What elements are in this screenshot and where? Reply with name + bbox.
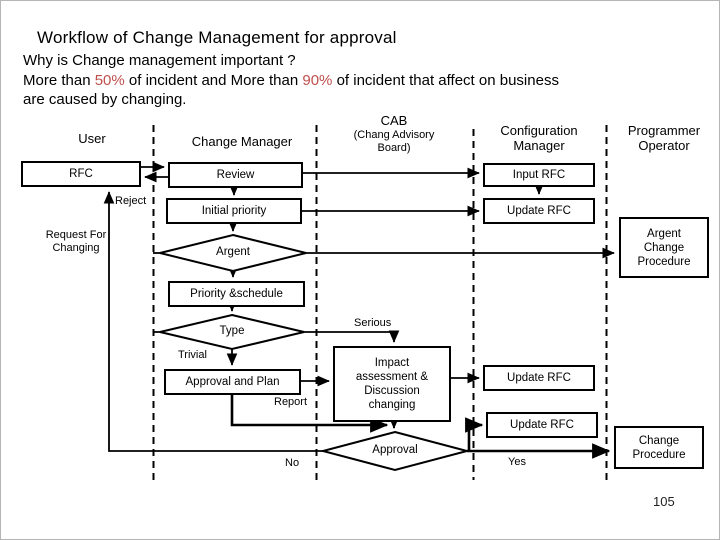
incident-percent-90: 90% [302, 71, 333, 89]
edge-label-serious: Serious [354, 317, 392, 329]
edge-label-request-for-changing: Request For Changing [45, 229, 107, 254]
connector-report-path [230, 395, 389, 433]
slide-title: Workflow of Change Management for approv… [37, 28, 397, 47]
intro-line-1: Why is Change management important ? [23, 52, 296, 69]
edge-label-trivial: Trivial [178, 349, 207, 361]
intro-line2-mid: of incident and More than [124, 71, 303, 89]
node-update-rfc-2: Update RFC [483, 365, 595, 391]
approval-decision-diamond [319, 430, 471, 472]
node-approval-and-plan: Approval and Plan [164, 369, 301, 395]
lane-header-user: User [78, 131, 106, 146]
node-rfc: RFC [21, 161, 141, 187]
node-argent-change-procedure: Argent Change Procedure [619, 217, 709, 278]
decision-label-approval: Approval [372, 444, 418, 456]
intro-line2-before: More than [23, 71, 95, 89]
intro-line2-after: of incident that affect on business [332, 71, 559, 89]
incident-percent-50: 50% [94, 71, 125, 89]
argent-decision-diamond [159, 233, 307, 273]
edge-label-reject: Reject [115, 195, 147, 207]
node-priority-schedule: Priority &schedule [168, 281, 305, 307]
lane-header-cab: CAB [380, 113, 408, 128]
intro-line-2: More than 50% of incident and More than … [23, 71, 559, 91]
lane-header-programmer-operator: Programmer Operator [627, 123, 701, 153]
decision-label-type: Type [219, 325, 245, 337]
node-impact-assessment: Impact assessment & Discussion changing [333, 346, 451, 422]
node-update-rfc-1: Update RFC [483, 198, 595, 224]
lane-header-change-manager: Change Manager [191, 134, 293, 149]
lane-header-cab-subtitle: (Chang Advisory Board) [353, 129, 435, 154]
node-initial-priority: Initial priority [166, 198, 302, 224]
page-number: 105 [653, 494, 675, 509]
edge-label-yes: Yes [508, 456, 526, 468]
edge-label-no: No [285, 457, 300, 469]
lane-header-configuration-manager: Configuration Manager [500, 123, 578, 153]
decision-label-argent: Argent [216, 246, 250, 258]
edge-label-report: Report [274, 396, 308, 408]
type-decision-diamond [159, 313, 305, 351]
node-input-rfc: Input RFC [483, 163, 595, 187]
node-review: Review [168, 162, 303, 188]
connector-approval-no-reject-to-rfc [103, 191, 323, 452]
connector-approval-yes-to-update-rfc-3 [465, 417, 484, 450]
intro-line-3: are caused by changing. [23, 91, 187, 108]
connector-type-serious-to-impact [304, 330, 400, 343]
intro-text: Why is Change management important ? Mor… [23, 51, 559, 110]
node-update-rfc-3: Update RFC [486, 412, 598, 438]
node-change-procedure: Change Procedure [614, 426, 704, 469]
